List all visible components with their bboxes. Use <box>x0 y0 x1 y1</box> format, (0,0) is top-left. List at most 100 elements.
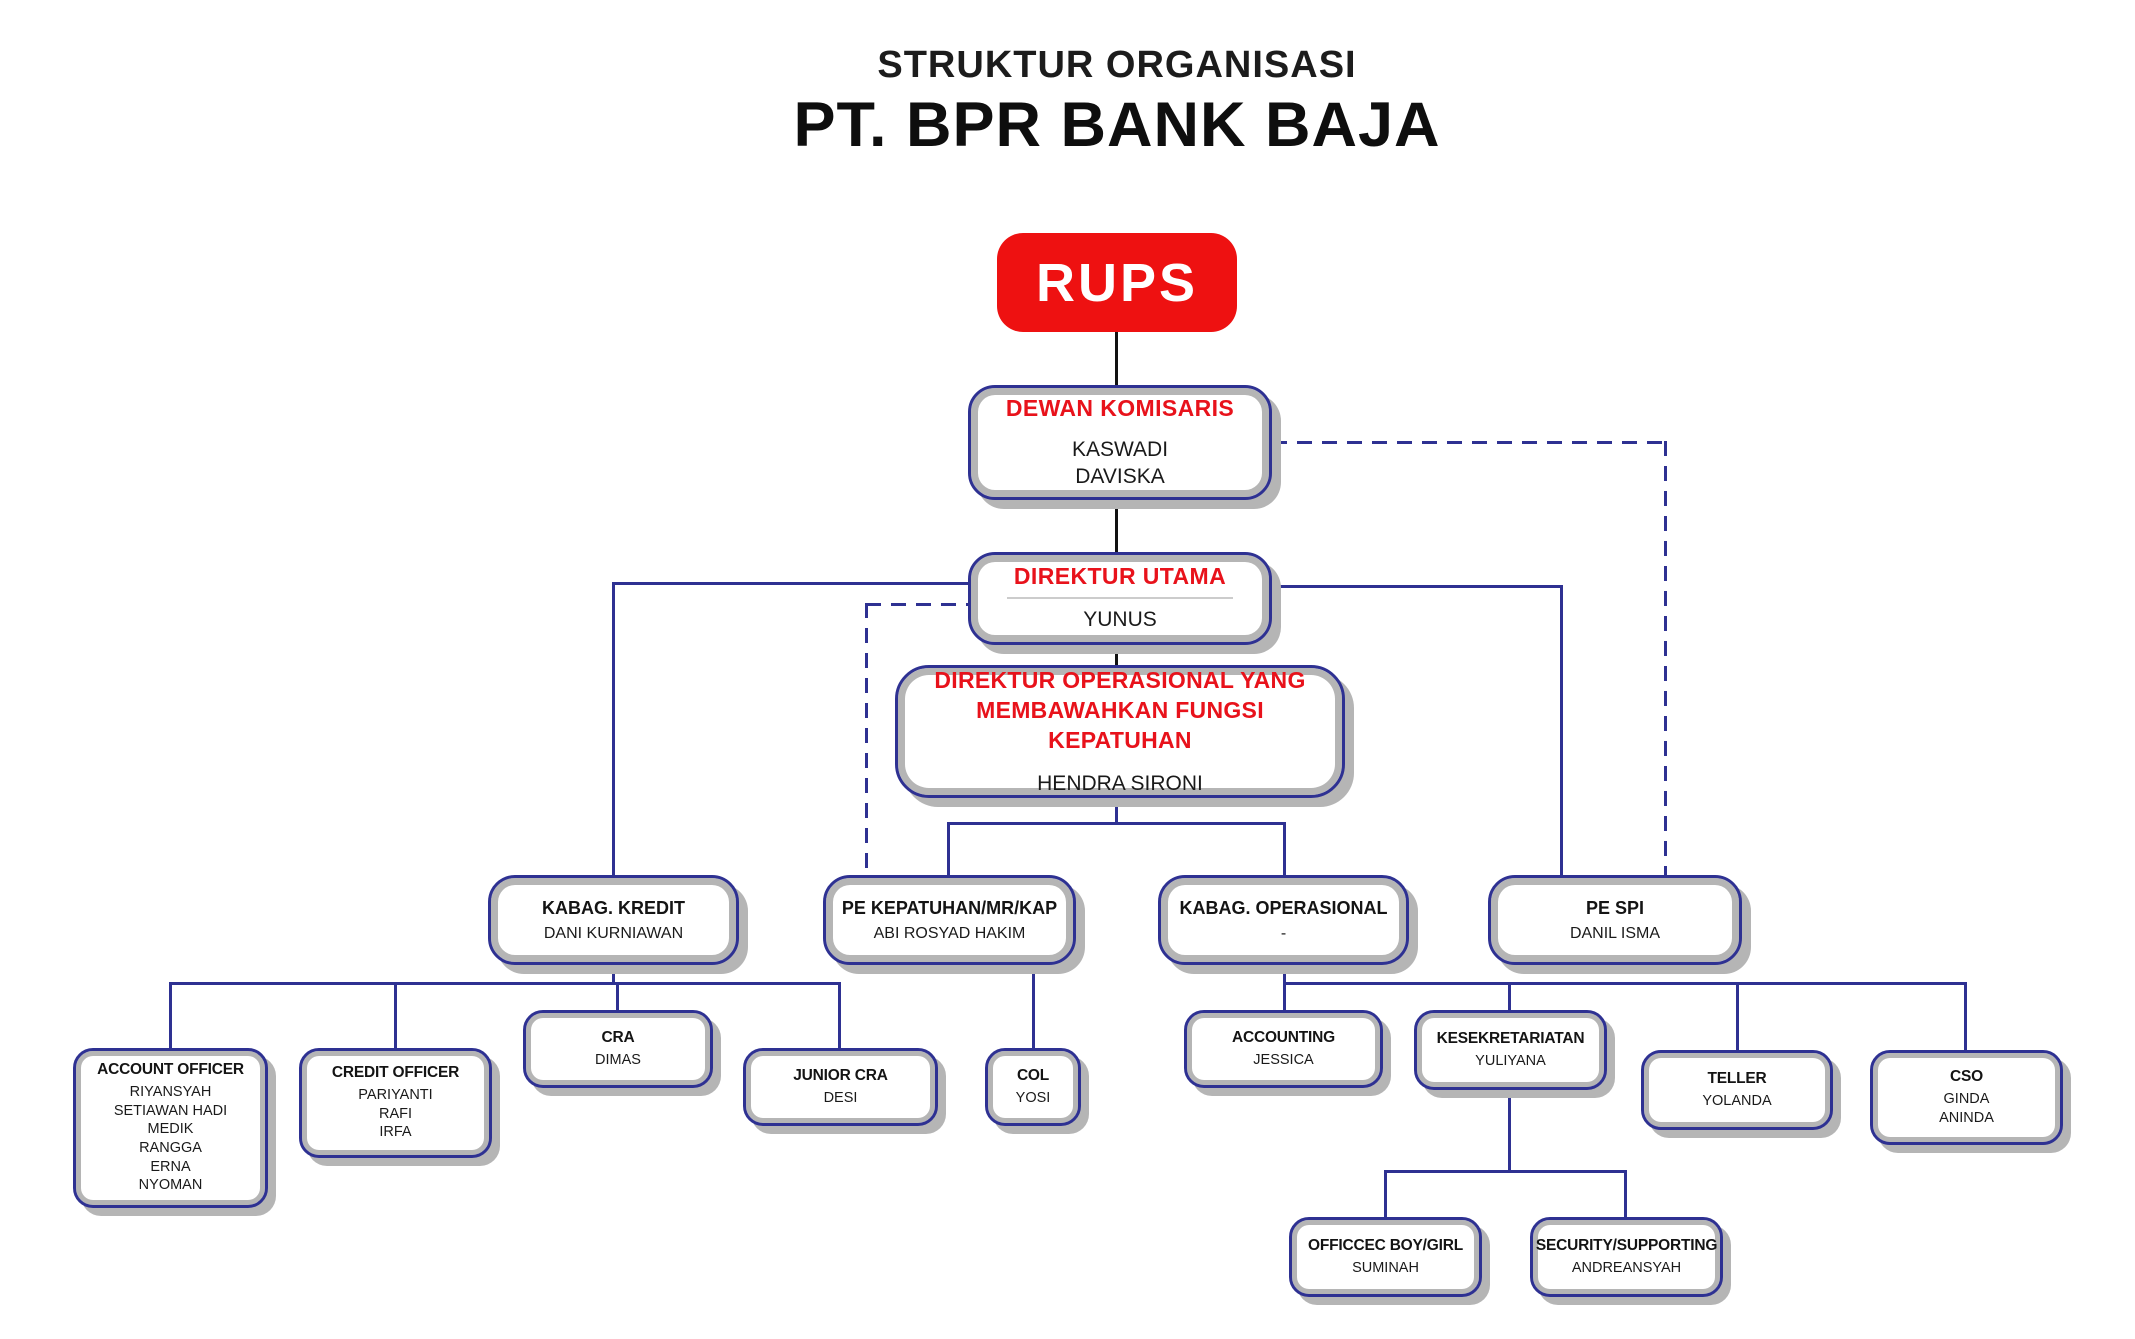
node-security-supporting: SECURITY/SUPPORTING ANDREANSYAH <box>1530 1217 1723 1297</box>
node-dewan-komisaris: DEWAN KOMISARIS KASWADI DAVISKA <box>968 385 1272 500</box>
member-name: SUMINAH <box>1352 1259 1419 1276</box>
connector-kredit-bus <box>169 982 840 985</box>
connector-kabagkredit-down <box>612 965 615 984</box>
node-cra: CRA DIMAS <box>523 1010 713 1088</box>
node-kabag-operasional-title: KABAG. OPERASIONAL <box>1179 897 1388 918</box>
member-name: RAFI <box>378 1105 413 1122</box>
node-col-title: COL <box>1016 1066 1050 1084</box>
node-direktur-operasional-title: DIREKTUR OPERASIONAL YANG MEMBAWAHKAN FU… <box>934 667 1306 753</box>
node-junior-cra: JUNIOR CRA DESI <box>743 1048 938 1126</box>
member-name: RANGGA <box>139 1140 202 1156</box>
node-junior-cra-title: JUNIOR CRA <box>793 1066 888 1084</box>
node-cso: CSO GINDA ANINDA <box>1870 1050 2063 1145</box>
connector-to-kabag-operasional <box>1283 822 1286 875</box>
connector-dirutama-right-h <box>1272 585 1562 588</box>
member-name: NYOMAN <box>138 1177 203 1194</box>
member-name: - <box>1280 924 1287 942</box>
connector-to-kabag-kredit <box>612 582 615 875</box>
node-credit-officer: CREDIT OFFICER PARIYANTI RAFI IRFA <box>299 1048 492 1158</box>
node-kabag-kredit-title: KABAG. KREDIT <box>542 897 685 918</box>
connector-dirops-bus <box>947 822 1286 825</box>
connector-to-pe-kepatuhan <box>947 822 950 875</box>
connector-to-cso <box>1964 982 1967 1050</box>
connector-operasional-bus <box>1283 982 1967 985</box>
node-kesekretariatan-title: KESEKRETARIATAN <box>1436 1029 1585 1047</box>
node-security-supporting-title: SECURITY/SUPPORTING <box>1535 1236 1718 1254</box>
member-name: YOSI <box>1015 1089 1051 1106</box>
dashed-to-pe-spi <box>1664 441 1667 875</box>
node-rups-title: RUPS <box>1035 252 1199 313</box>
connector-to-pe-spi <box>1560 585 1563 875</box>
connector-kesekretariatan-down <box>1508 1090 1511 1172</box>
member-name: DANI KURNIAWAN <box>543 924 684 942</box>
node-teller: TELLER YOLANDA <box>1641 1050 1833 1130</box>
member-name: PARIYANTI <box>358 1087 433 1104</box>
connector-rups-dewan <box>1115 332 1118 385</box>
member-name: IRFA <box>379 1124 412 1141</box>
connector-to-account-officer <box>169 982 172 1048</box>
member-name: MEDIK <box>147 1121 194 1138</box>
connector-to-cra <box>616 982 619 1010</box>
member-name: YULIYANA <box>1475 1052 1546 1069</box>
node-col: COL YOSI <box>985 1048 1081 1126</box>
connector-dewan-dirutama <box>1115 500 1118 552</box>
divider-line <box>1006 597 1234 600</box>
node-officcec-boy-girl-title: OFFICCEC BOY/GIRL <box>1307 1236 1464 1254</box>
connector-to-officcec <box>1384 1170 1387 1217</box>
connector-dirops-down <box>1115 798 1118 825</box>
node-rups: RUPS <box>997 233 1237 332</box>
connector-to-teller <box>1736 982 1739 1050</box>
node-pe-spi-title: PE SPI <box>1585 897 1645 918</box>
member-name: GINDA <box>1943 1090 1990 1107</box>
member-name: RIYANSYAH <box>129 1084 212 1101</box>
node-credit-officer-title: CREDIT OFFICER <box>331 1064 460 1082</box>
node-account-officer-title: ACCOUNT OFFICER <box>97 1061 244 1079</box>
connector-to-security <box>1624 1170 1627 1217</box>
node-kesekretariatan: KESEKRETARIATAN YULIYANA <box>1414 1010 1607 1090</box>
member-name: DAVISKA <box>1075 465 1165 488</box>
page-title-line2: PT. BPR BANK BAJA <box>793 90 1441 160</box>
connector-to-kesekretariatan <box>1508 982 1511 1010</box>
connector-to-credit-officer <box>394 982 397 1048</box>
connector-dirutama-left-h <box>613 582 968 585</box>
node-teller-title: TELLER <box>1707 1069 1767 1087</box>
member-name: JESSICA <box>1253 1051 1314 1068</box>
member-name: ABI ROSYAD HAKIM <box>873 924 1026 942</box>
node-cso-title: CSO <box>1950 1067 1983 1085</box>
connector-kabagops-accounting <box>1283 965 1286 1010</box>
member-name: HENDRA SIRONI <box>1037 771 1203 795</box>
node-cra-title: CRA <box>601 1028 635 1046</box>
node-kabag-kredit: KABAG. KREDIT DANI KURNIAWAN <box>488 875 739 965</box>
node-accounting-title: ACCOUNTING <box>1231 1028 1336 1046</box>
dashed-to-pe-kepatuhan <box>865 603 868 875</box>
page-title: STRUKTUR ORGANISASI PT. BPR BANK BAJA <box>467 44 1767 161</box>
member-name: YOLANDA <box>1702 1092 1772 1109</box>
member-name: DIMAS <box>595 1051 641 1068</box>
member-name: YUNUS <box>1083 608 1157 632</box>
node-dewan-komisaris-title: DEWAN KOMISARIS <box>1005 394 1235 421</box>
dashed-dirutama-left-h <box>866 603 968 606</box>
member-name: SETIAWAN HADI <box>113 1102 228 1119</box>
node-accounting: ACCOUNTING JESSICA <box>1184 1010 1383 1088</box>
member-name: ERNA <box>150 1158 191 1175</box>
member-name: ANINDA <box>1939 1109 1994 1126</box>
page-title-line1: STRUKTUR ORGANISASI <box>877 44 1357 86</box>
member-name: DESI <box>823 1089 858 1106</box>
node-pe-spi: PE SPI DANIL ISMA <box>1488 875 1742 965</box>
member-name: ANDREANSYAH <box>1571 1259 1682 1276</box>
connector-dirutama-dirops <box>1115 645 1118 665</box>
node-officcec-boy-girl: OFFICCEC BOY/GIRL SUMINAH <box>1289 1217 1482 1297</box>
node-kabag-operasional: KABAG. OPERASIONAL - <box>1158 875 1409 965</box>
node-pe-kepatuhan-title: PE KEPATUHAN/MR/KAP <box>841 897 1058 918</box>
node-direktur-utama-title: DIREKTUR UTAMA <box>1013 563 1227 590</box>
member-name: KASWADI <box>1071 437 1169 461</box>
connector-to-junior-cra <box>838 982 841 1048</box>
connector-kesekretariatan-bus <box>1384 1170 1626 1173</box>
node-direktur-utama: DIREKTUR UTAMA YUNUS <box>968 552 1272 645</box>
member-name: DANIL ISMA <box>1569 924 1661 942</box>
node-pe-kepatuhan: PE KEPATUHAN/MR/KAP ABI ROSYAD HAKIM <box>823 875 1076 965</box>
node-direktur-operasional: DIREKTUR OPERASIONAL YANG MEMBAWAHKAN FU… <box>895 665 1345 798</box>
node-account-officer: ACCOUNT OFFICER RIYANSYAH SETIAWAN HADI … <box>73 1048 268 1208</box>
dashed-dewan-right-h <box>1272 441 1666 444</box>
